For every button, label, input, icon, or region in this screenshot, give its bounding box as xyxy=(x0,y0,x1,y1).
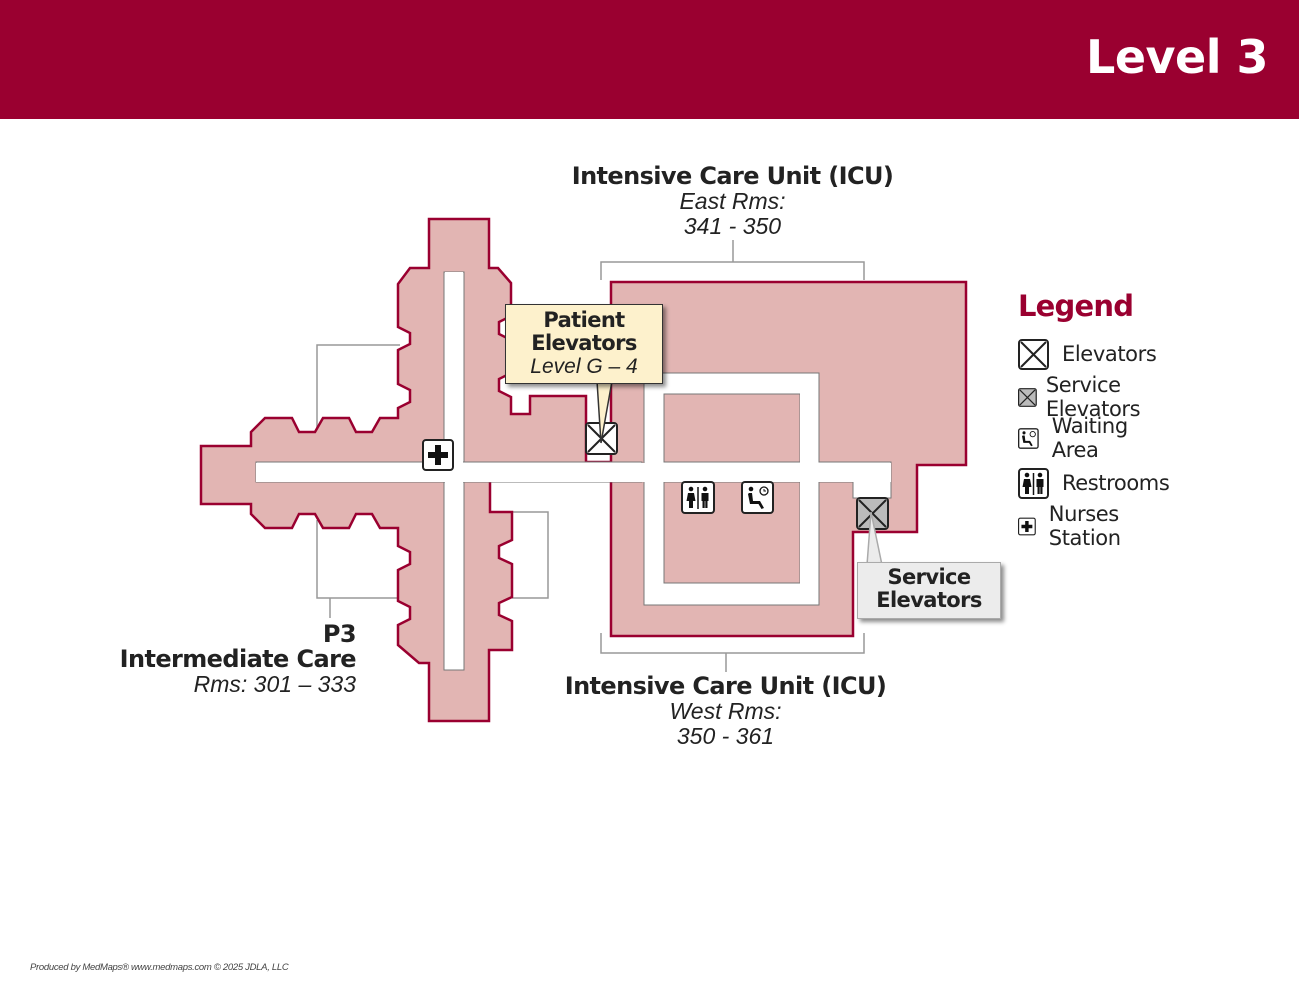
p3-label: P3 Intermediate Care Rms: 301 – 333 xyxy=(119,620,357,697)
service-elevator-icon xyxy=(1018,387,1037,407)
patient-elevators-callout: Patient Elevators Level G – 4 xyxy=(505,304,663,384)
legend-item-waiting-area: Waiting Area xyxy=(1018,414,1138,462)
page-header: Level 3 xyxy=(0,0,1299,119)
legend-item-restrooms: Restrooms xyxy=(1018,467,1170,499)
level-title: Level 3 xyxy=(1086,30,1268,84)
legend-item-service-elevators: Service Elevators xyxy=(1018,373,1152,421)
nurses-station-icon xyxy=(1018,517,1036,535)
bracket-lines xyxy=(316,240,865,672)
waiting-area-icon xyxy=(741,481,774,514)
icu-east-label: Intensive Care Unit (ICU) East Rms: 341 … xyxy=(571,162,894,239)
legend-title: Legend xyxy=(1018,289,1134,323)
icu-west-label: Intensive Care Unit (ICU) West Rms: 350 … xyxy=(564,672,887,749)
waiting-area-icon xyxy=(1018,427,1039,449)
legend-item-elevators: Elevators xyxy=(1018,338,1157,370)
restrooms-icon xyxy=(1018,467,1049,499)
legend-item-nurses-station: Nurses Station xyxy=(1018,502,1134,550)
service-elevators-callout: Service Elevators xyxy=(857,562,1001,619)
footer-credit: Produced by MedMaps® www.medmaps.com © 2… xyxy=(30,962,289,973)
nurses-station-icon xyxy=(422,439,454,471)
elevator-icon xyxy=(1018,338,1049,370)
restrooms-icon xyxy=(681,481,715,514)
legend: Legend Elevators Service Elevators Waiti… xyxy=(1018,289,1170,550)
